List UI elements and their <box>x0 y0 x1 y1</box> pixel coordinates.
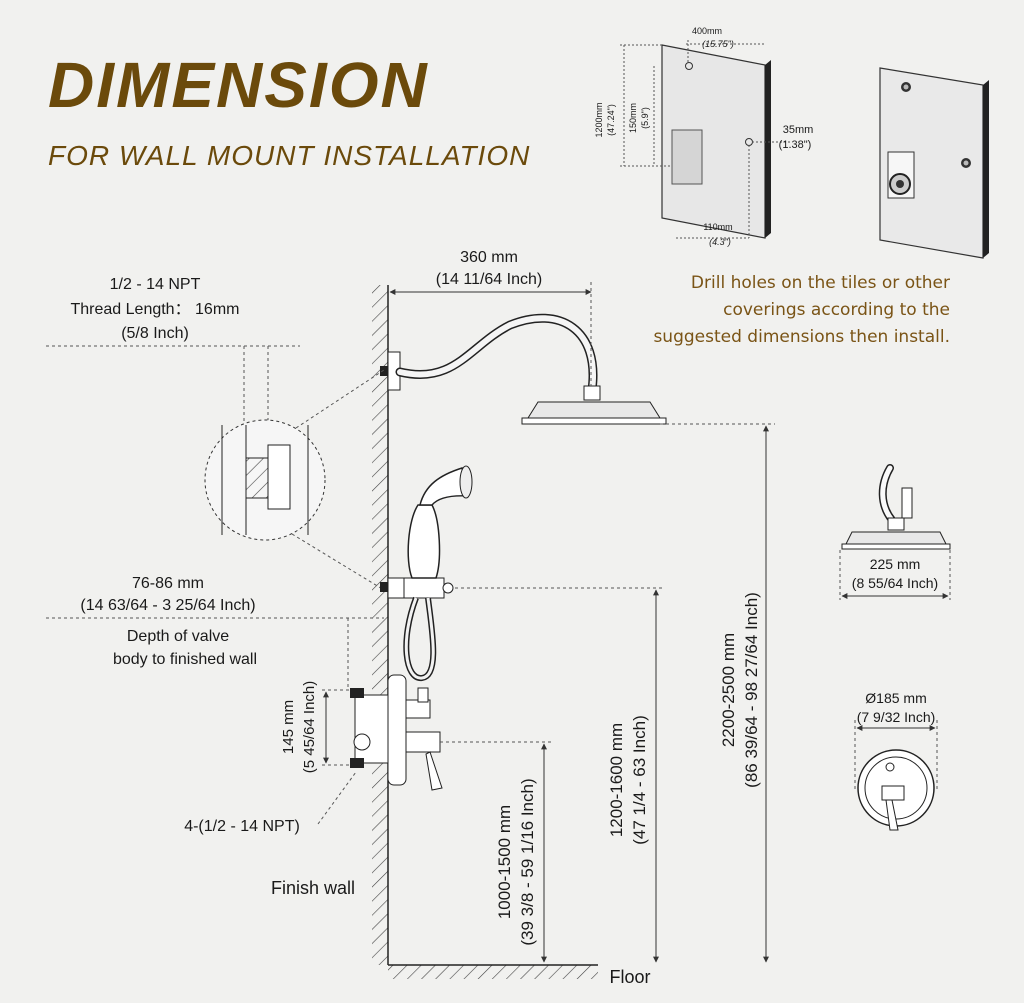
finish-wall <box>372 285 389 965</box>
note-line-2: coverings according to the <box>723 300 950 320</box>
thread-spec: 1/2 - 14 NPT <box>110 276 201 293</box>
trim-diameter-in: (7 9/32 Inch) <box>857 709 936 725</box>
valve-height-range-mm: 1000-1500 mm <box>495 805 514 919</box>
valve-depth-label-2: body to finished wall <box>113 651 257 668</box>
showerhead-diameter-mm: 225 mm <box>870 556 921 572</box>
head-height-in: (86 39/64 - 98 27/64 Inch) <box>742 592 761 788</box>
thread-detail: 1/2 - 14 NPT Thread Length： 16mm (5/8 In… <box>46 276 385 591</box>
valve-body <box>350 674 443 791</box>
showerhead-detail: 225 mm (8 55/64 Inch) <box>839 464 951 600</box>
showerhead-diameter-in: (8 55/64 Inch) <box>852 575 938 591</box>
head-height-mm: 2200-2500 mm <box>719 633 738 747</box>
installation-note: Drill holes on the tiles or other coveri… <box>640 270 950 351</box>
page-title: DIMENSION <box>48 49 429 121</box>
valve-depth-in: (14 63/64 - 3 25/64 Inch) <box>80 597 255 614</box>
valve-height-range-in: (39 3/8 - 59 1/16 Inch) <box>518 778 537 945</box>
trim-detail: Ø185 mm (7 9/32 Inch) <box>854 690 938 831</box>
wall-panel-flat: 400mm (15.75") 1200mm (47.24") 150mm (5.… <box>594 26 813 247</box>
panel-height-mm: 1200mm <box>594 102 604 137</box>
arm-reach-mm: 360 mm <box>460 249 518 266</box>
page-subtitle: FOR WALL MOUNT INSTALLATION <box>48 140 531 171</box>
hand-shower <box>380 465 473 681</box>
valve-depth-mm: 76-86 mm <box>132 575 204 592</box>
valve-ports: 4-(1/2 - 14 NPT) <box>184 818 300 835</box>
panel-width-in: (15.75") <box>702 39 734 49</box>
handheld-height-mm: 1200-1600 mm <box>607 723 626 837</box>
floor-label: Floor <box>609 967 650 987</box>
hole-horizontal-mm: 110mm <box>703 222 732 232</box>
panel-height-in: (47.24") <box>606 104 616 136</box>
shower-head <box>521 401 667 425</box>
trim-diameter-mm: Ø185 mm <box>865 690 926 706</box>
finish-wall-label: Finish wall <box>271 878 355 898</box>
note-line-3: suggested dimensions then install. <box>653 327 950 347</box>
arm-reach-in: (14 11/64 Inch) <box>436 271 542 288</box>
shower-arm <box>380 313 601 401</box>
hole-offset-in: (1.38") <box>779 139 812 151</box>
floor <box>388 964 598 979</box>
thread-length: Thread Length： 16mm <box>71 301 240 318</box>
handheld-height-in: (47 1/4 - 63 Inch) <box>630 715 649 844</box>
hole-vertical-mm: 150mm <box>628 103 638 133</box>
panel-width-mm: 400mm <box>692 26 722 36</box>
valve-height-mm: 145 mm <box>280 700 297 754</box>
hole-offset-mm: 35mm <box>783 124 814 136</box>
hole-horizontal-in: (4.3") <box>709 237 731 247</box>
valve-depth-label-1: Depth of valve <box>127 628 229 645</box>
wall-panel-installed <box>879 67 989 259</box>
note-line-1: Drill holes on the tiles or other <box>690 273 950 293</box>
thread-length-in: (5/8 Inch) <box>121 325 189 342</box>
hole-vertical-in: (5.9") <box>640 107 650 129</box>
valve-height-in: (5 45/64 Inch) <box>301 681 318 774</box>
